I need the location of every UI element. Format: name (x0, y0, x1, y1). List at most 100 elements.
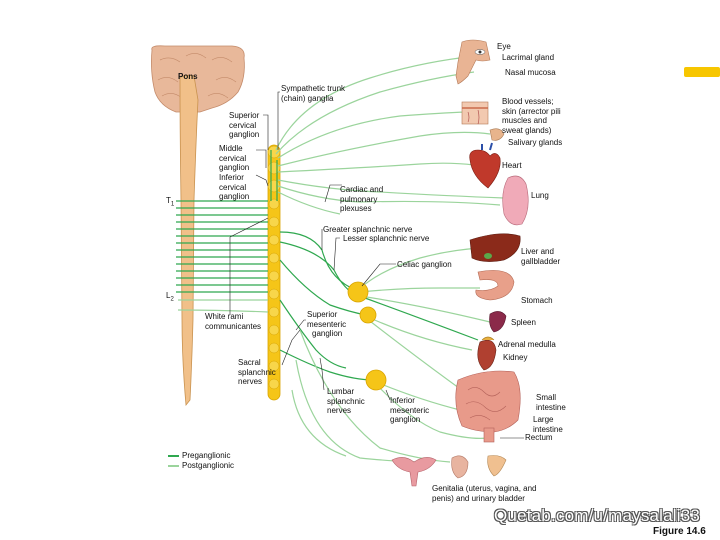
small-intestine-line-2: intestine (536, 402, 566, 412)
kidney-illustration (477, 336, 497, 371)
middle-cervical-line-2: cervical (219, 153, 247, 163)
t1-label: T1 (166, 196, 174, 210)
large-intestine-line-1: Large (533, 415, 554, 424)
blood-vessels-line-2: skin (arrector pili (502, 106, 561, 116)
lung-illustration (502, 175, 529, 226)
kidney-label: Kidney (503, 353, 528, 362)
legend-pre-text: Preganglionic (182, 451, 231, 460)
salivary-illustration (489, 128, 505, 141)
small-intestine-line-1: Small (536, 393, 557, 402)
sacral-splanchnic-line-1: Sacral (238, 358, 261, 367)
cardiac-pulmonary-label: Cardiac and pulmonary plexuses (340, 185, 383, 214)
genitalia-illustration (391, 455, 507, 487)
superior-mesenteric-label: Superior mesenteric ganglion (307, 310, 346, 339)
cardiac-pulmonary-line-2: pulmonary (340, 194, 378, 204)
figure-number: Figure 14.6 (653, 526, 706, 537)
lung-label: Lung (531, 191, 549, 200)
genitalia-line-2: penis) and urinary bladder (432, 493, 525, 503)
lumbar-splanchnic-label: Lumbar splanchnic nerves (327, 387, 365, 416)
highlight-mark (684, 67, 720, 77)
stomach-label: Stomach (521, 296, 553, 305)
inferior-mesenteric-label: Inferior mesenteric ganglion (390, 396, 429, 425)
middle-cervical-line-3: ganglion (219, 163, 250, 172)
l2-subscript: 2 (170, 296, 174, 303)
inferior-mesenteric-line-2: mesenteric (390, 405, 430, 415)
brain-illustration (151, 45, 245, 407)
spleen-illustration (489, 311, 507, 333)
superior-mesenteric-line-1: Superior (307, 310, 338, 319)
l2-label: L2 (166, 291, 174, 305)
middle-cervical-label: Middle cervical ganglion (219, 144, 249, 173)
cardiac-pulmonary-line-3: plexuses (340, 204, 372, 213)
inferior-cervical-label: Inferior cervical ganglion (219, 173, 249, 202)
salivary-label: Salivary glands (508, 138, 563, 147)
lumbar-splanchnic-line-2: splanchnic (327, 396, 365, 406)
legend-pre-swatch (168, 455, 179, 457)
legend-post-swatch (168, 465, 179, 467)
watermark: Quetab.com/u/maysalali33 (494, 506, 701, 525)
stomach-illustration (475, 270, 515, 301)
inferior-cervical-line-1: Inferior (219, 173, 244, 182)
heart-label: Heart (502, 161, 522, 170)
leader-lines (229, 91, 524, 439)
inferior-mesenteric-line-3: ganglion (390, 415, 421, 424)
l2-letter: L (166, 291, 171, 300)
t1-subscript: 1 (170, 201, 175, 208)
skin-illustration (461, 101, 489, 125)
blood-vessels-line-3: muscles and (502, 116, 547, 125)
spleen-label: Spleen (511, 318, 536, 327)
cardiac-pulmonary-line-1: Cardiac and (340, 185, 384, 194)
white-rami-line-1: White rami (205, 312, 244, 321)
white-rami-label: White rami communicantes (205, 312, 261, 331)
superior-mesenteric-line-2: mesenteric (307, 319, 347, 329)
white-rami-line-2: communicantes (205, 321, 262, 331)
blood-vessels-line-1: Blood vessels; (502, 97, 554, 106)
eye-label: Eye (497, 42, 511, 51)
adrenal-label: Adrenal medulla (498, 340, 556, 349)
sacral-splanchnic-label: Sacral splanchnic nerves (238, 358, 276, 387)
large-intestine-line-2: intestine (533, 424, 563, 434)
celiac-ganglion-label: Celiac ganglion (397, 260, 452, 269)
postganglionic-fibers (177, 55, 505, 463)
liver-line-1: Liver and (521, 247, 554, 256)
large-intestine-label: Large intestine (533, 415, 563, 434)
inferior-mesenteric-line-1: Inferior (390, 396, 415, 405)
middle-cervical-line-1: Middle (219, 144, 243, 153)
heart-illustration (469, 142, 501, 189)
lumbar-splanchnic-line-1: Lumbar (327, 387, 355, 396)
intestine-illustration (455, 370, 521, 443)
lacrimal-label: Lacrimal gland (502, 53, 555, 62)
superior-cervical-line-3: ganglion (229, 130, 260, 139)
sympathetic-trunk-line-1: Sympathetic trunk (281, 84, 346, 93)
inferior-cervical-line-3: ganglion (219, 192, 250, 201)
sacral-splanchnic-line-2: splanchnic (238, 367, 276, 377)
liver-illustration (469, 233, 521, 262)
preganglionic-fibers (176, 150, 479, 381)
pons-label: Pons (178, 72, 198, 81)
genitalia-label: Genitalia (uterus, vagina, and penis) an… (432, 484, 537, 503)
small-intestine-label: Small intestine (536, 393, 566, 412)
nasal-label: Nasal mucosa (505, 68, 556, 77)
blood-vessels-line-4: sweat glands) (502, 125, 552, 135)
genitalia-line-1: Genitalia (uterus, vagina, and (432, 484, 537, 493)
rectum-label: Rectum (525, 433, 553, 442)
blood-vessels-label: Blood vessels; skin (arrector pili muscl… (502, 97, 561, 135)
liver-line-2: gallbladder (521, 256, 561, 266)
greater-splanchnic-label: Greater splanchnic nerve (323, 225, 413, 234)
legend-post-text: Postganglionic (182, 461, 235, 470)
superior-cervical-label: Superior cervical ganglion (229, 111, 259, 140)
sacral-splanchnic-line-3: nerves (238, 377, 263, 386)
liver-label: Liver and gallbladder (521, 247, 560, 266)
sympathetic-trunk-line-2: (chain) ganglia (281, 93, 334, 103)
collateral-ganglia (347, 281, 387, 391)
lesser-splanchnic-label: Lesser splanchnic nerve (343, 234, 430, 243)
t1-letter: T (166, 196, 171, 205)
sympathetic-trunk-label: Sympathetic trunk (chain) ganglia (281, 84, 345, 103)
superior-cervical-line-2: cervical (229, 120, 257, 130)
lumbar-splanchnic-line-3: nerves (327, 406, 352, 415)
eye-illustration (455, 39, 491, 85)
superior-cervical-line-1: Superior (229, 111, 260, 120)
inferior-cervical-line-2: cervical (219, 182, 247, 192)
superior-mesenteric-line-3: ganglion (312, 329, 343, 338)
